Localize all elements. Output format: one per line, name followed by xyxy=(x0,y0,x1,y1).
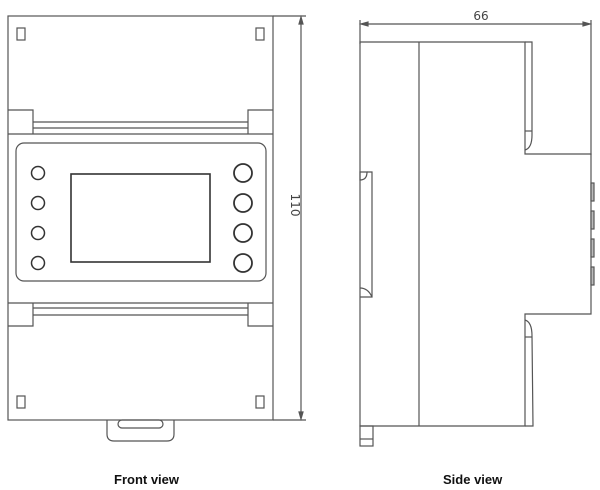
left-button-4[interactable] xyxy=(30,255,46,271)
side-button-1[interactable] xyxy=(590,182,595,202)
right-button-1[interactable] xyxy=(233,163,253,183)
side-buttons xyxy=(590,182,595,286)
front-view xyxy=(7,14,306,442)
side-button-2[interactable] xyxy=(590,210,595,230)
display-panel xyxy=(15,142,267,282)
bottom-rail xyxy=(8,302,273,327)
top-left-slot xyxy=(16,27,26,41)
left-button-1[interactable] xyxy=(30,165,46,181)
din-notch xyxy=(359,171,373,298)
width-dimension-label: 66 xyxy=(473,9,488,23)
side-clip xyxy=(359,425,374,447)
right-button-3[interactable] xyxy=(233,223,253,243)
top-right-slot xyxy=(255,27,265,41)
bottom-right-slot xyxy=(255,395,265,409)
top-lip xyxy=(524,41,533,151)
right-button-2[interactable] xyxy=(233,193,253,213)
right-button-4[interactable] xyxy=(233,253,253,273)
front-view-caption: Front view xyxy=(114,472,180,487)
din-clip-slot xyxy=(117,419,164,429)
top-rail xyxy=(8,109,273,135)
left-buttons xyxy=(30,165,46,271)
lcd-screen xyxy=(70,173,211,263)
side-button-4[interactable] xyxy=(590,266,595,286)
bottom-left-slot xyxy=(16,395,26,409)
left-button-2[interactable] xyxy=(30,195,46,211)
side-view-caption: Side view xyxy=(443,472,503,487)
bottom-lip xyxy=(524,319,534,427)
height-dimension-label: 110 xyxy=(288,194,302,217)
front-housing xyxy=(7,15,274,421)
height-dimension xyxy=(273,14,306,422)
width-dimension xyxy=(358,20,593,155)
left-button-3[interactable] xyxy=(30,225,46,241)
side-body xyxy=(359,41,592,427)
side-button-3[interactable] xyxy=(590,238,595,258)
side-view xyxy=(358,20,595,447)
right-buttons xyxy=(233,163,253,273)
din-clip-tab[interactable] xyxy=(106,420,175,442)
